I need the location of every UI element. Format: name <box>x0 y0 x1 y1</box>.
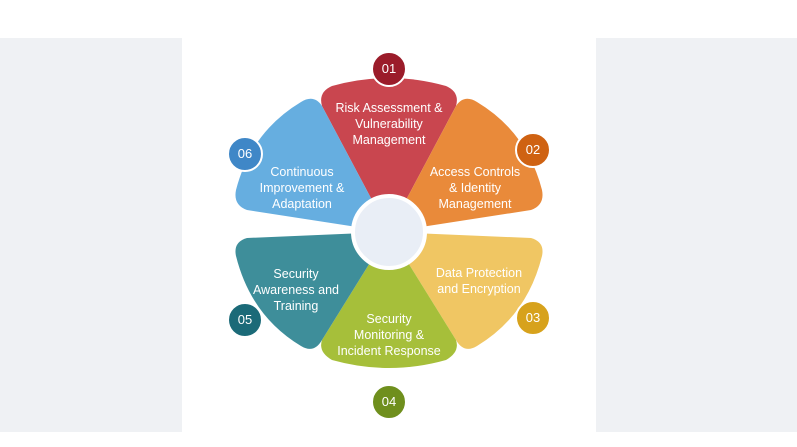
segment-03-petal <box>389 232 543 349</box>
top-band <box>0 0 797 38</box>
badge-06-number: 06 <box>237 146 253 161</box>
badge-01-number: 01 <box>381 61 397 76</box>
bottom-band <box>0 432 797 447</box>
badge-03-number: 03 <box>525 310 541 325</box>
segment-02-petal <box>389 98 543 232</box>
badge-01-circle <box>371 51 407 87</box>
badge-04-circle <box>371 384 407 420</box>
segment-05-petal <box>235 232 389 349</box>
segment-04-petal <box>321 232 457 368</box>
badge-03-circle <box>515 300 551 336</box>
badge-05-number: 05 <box>237 312 253 327</box>
segment-04-label: Security Monitoring & Incident Response <box>337 312 441 358</box>
segment-06-petal <box>235 98 389 232</box>
segment-05-label: Security Awareness and Training <box>253 267 339 313</box>
badge-02-circle <box>515 132 551 168</box>
badge-05-circle <box>227 302 263 338</box>
segment-01-label: Risk Assessment & Vulnerability Manageme… <box>335 101 443 147</box>
badge-06-circle <box>227 136 263 172</box>
segment-06-label: Continuous Improvement & Adaptation <box>259 165 345 211</box>
segment-03-label: Data Protection and Encryption <box>435 266 523 296</box>
badge-02-number: 02 <box>525 142 541 157</box>
right-margin-panel <box>596 38 797 432</box>
center-hub <box>351 194 427 270</box>
segment-01-petal <box>321 78 457 232</box>
badge-04-number: 04 <box>381 394 397 409</box>
left-margin-panel <box>0 38 182 432</box>
segment-02-label: Access Controls & Identity Management <box>429 165 521 211</box>
